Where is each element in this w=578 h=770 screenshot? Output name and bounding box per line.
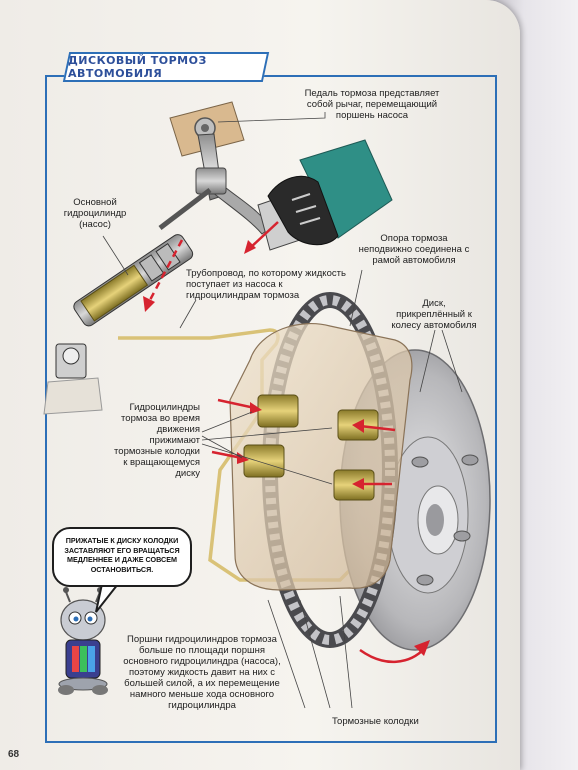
speech-bubble: Прижатые к диску колодки заставляют его … xyxy=(52,527,192,587)
foot-icon xyxy=(267,139,393,246)
label-pedal: Педаль тормоза представляет собой рычаг,… xyxy=(304,88,440,121)
robot-icon xyxy=(58,587,108,695)
label-master-cylinder: Основной гидроцилиндр (насос) xyxy=(63,197,127,230)
label-pistons: Поршни гидроцилиндров тормоза больше по … xyxy=(123,634,281,711)
label-pipeline: Трубопровод, по которому жидкость поступ… xyxy=(186,268,346,301)
motion-arrows xyxy=(143,221,279,312)
leader-lines xyxy=(102,112,463,709)
label-brake-pads: Тормозные колодки xyxy=(332,716,419,727)
master-cylinder xyxy=(43,188,212,415)
page-number: 68 xyxy=(8,749,20,760)
label-wheel-cylinders: Гидроцилиндры тормоза во время движения … xyxy=(114,402,200,479)
brake-caliper xyxy=(229,323,413,591)
label-caliper-support: Опора тормоза неподвижно соединена с рам… xyxy=(358,233,470,266)
label-disc: Диск, прикреплённый к колесу автомобиля xyxy=(391,298,477,331)
piston-force-arrows xyxy=(211,398,396,490)
